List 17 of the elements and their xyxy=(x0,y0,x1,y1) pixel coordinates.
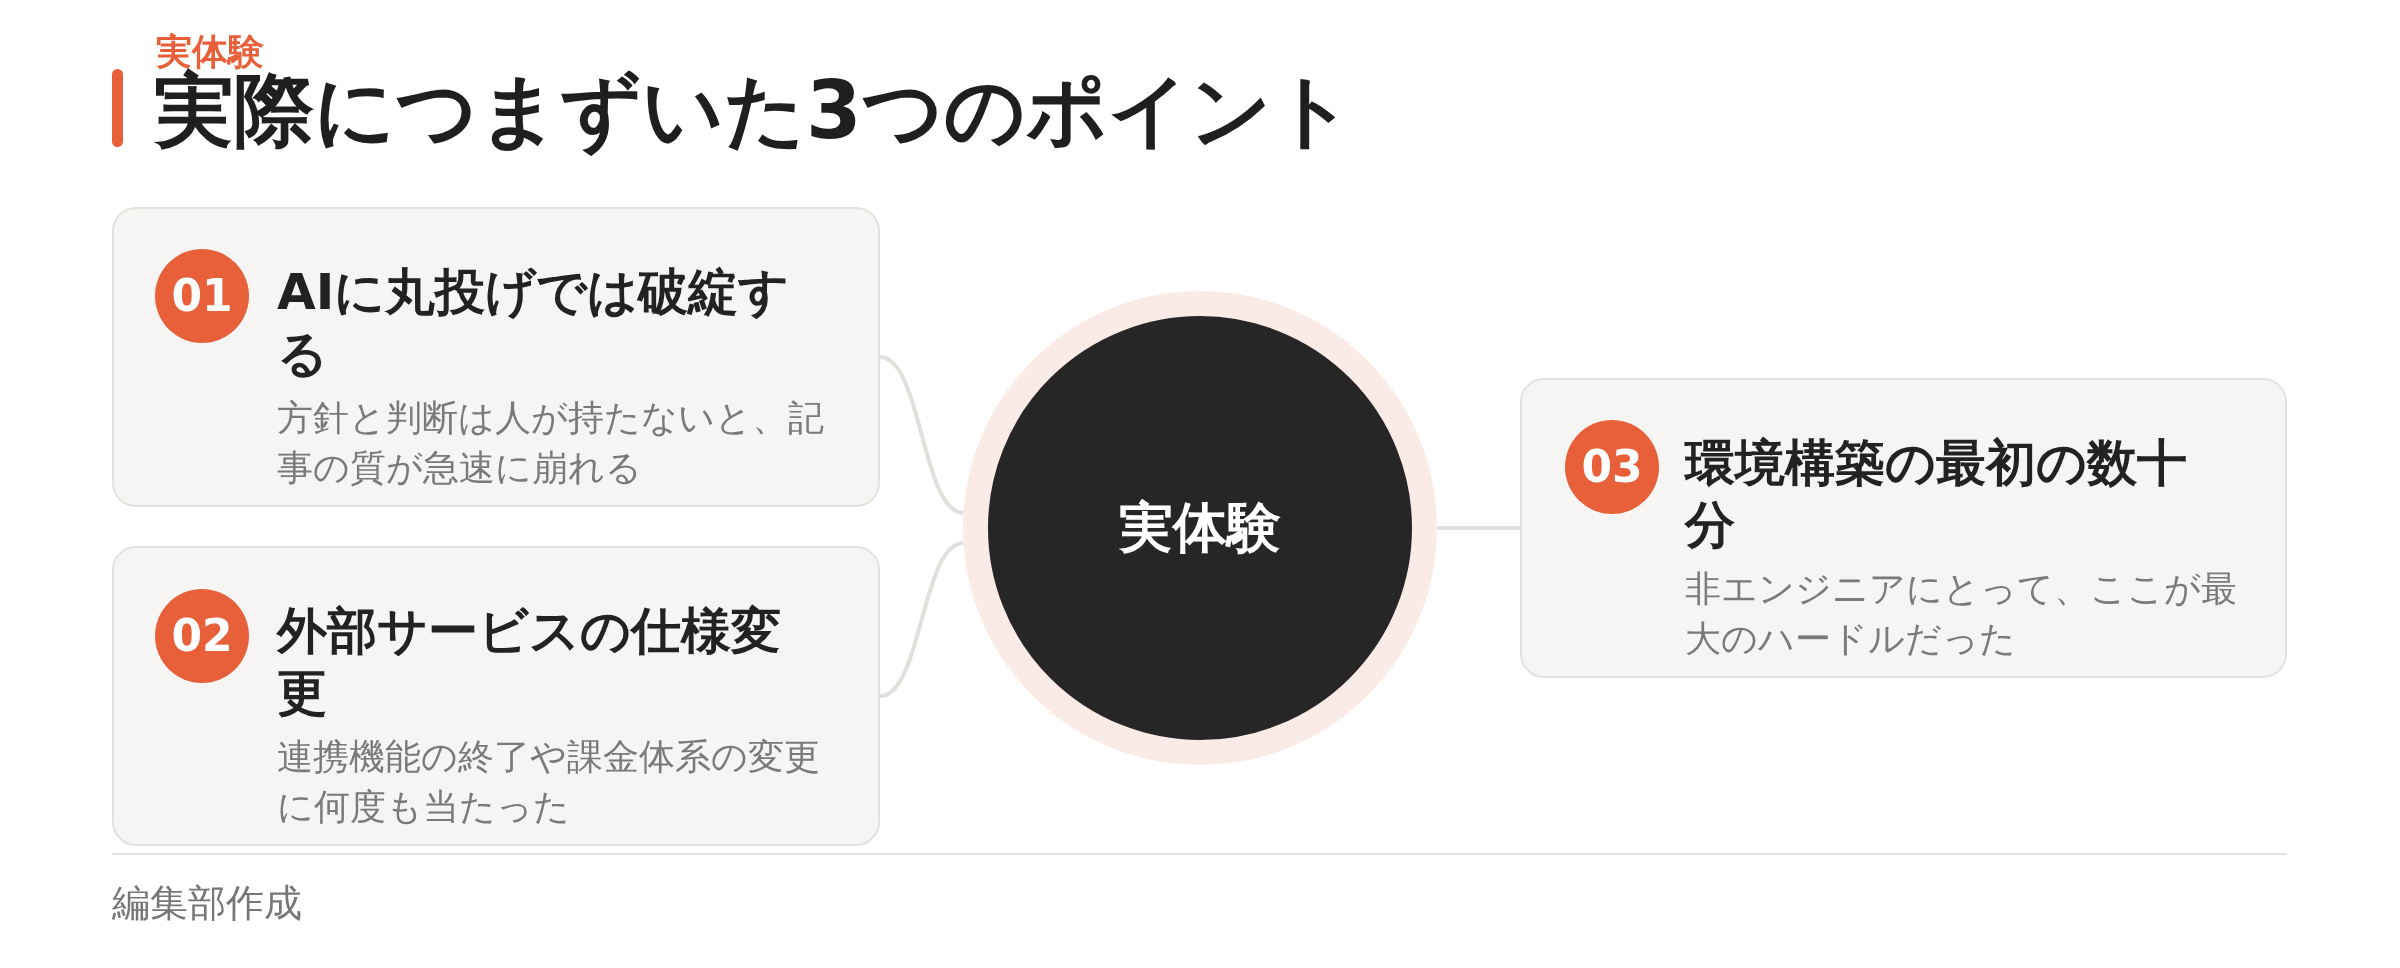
connector-line xyxy=(879,541,965,698)
card-description: 非エンジニアにとって、ここが最大のハードルだった xyxy=(1685,567,2237,661)
card-description: 方針と判断は人が持たないと、記事の質が急速に崩れる xyxy=(277,396,825,490)
point-card xyxy=(1520,378,2287,678)
card-description: 連携機能の終了や課金体系の変更に何度も当たった xyxy=(277,735,821,829)
number-badge: 01 xyxy=(155,249,249,343)
card-title: AIに丸投げでは破綻する xyxy=(277,262,791,385)
point-card xyxy=(112,207,880,507)
connector-line xyxy=(879,355,965,515)
card-title: 環境構築の最初の数十分 xyxy=(1685,433,2188,556)
connector-line xyxy=(1437,526,1520,530)
number-badge: 02 xyxy=(155,589,249,683)
point-card xyxy=(112,546,880,846)
hub-label: 実体験 xyxy=(1119,501,1281,555)
source-note: 編集部作成 xyxy=(112,880,302,926)
number-badge: 03 xyxy=(1565,420,1659,514)
card-title: 外部サービスの仕様変更 xyxy=(277,601,782,724)
